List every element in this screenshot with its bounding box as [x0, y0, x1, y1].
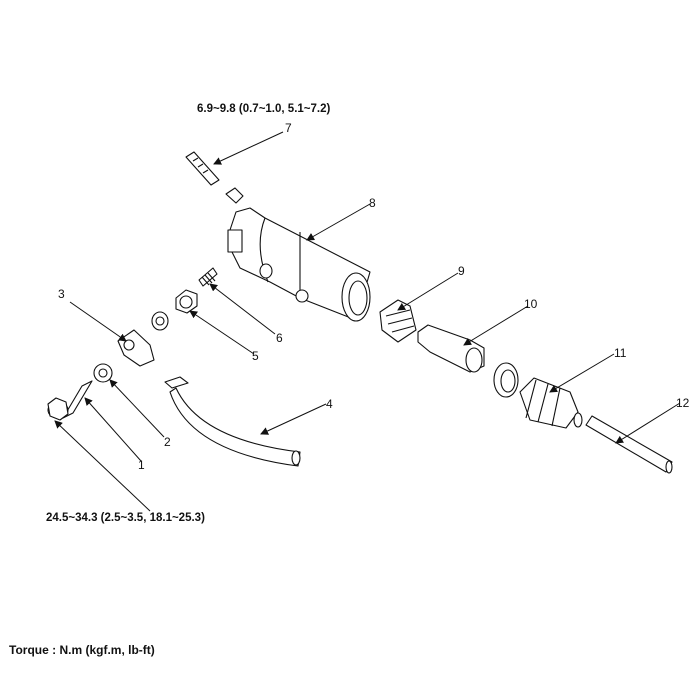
part-12-push-rod [585, 415, 673, 474]
leader-1 [84, 397, 142, 462]
callout-2: 2 [164, 435, 171, 449]
part-7-bleeder-screw [185, 151, 244, 204]
leader-6 [209, 283, 276, 335]
callout-12: 12 [676, 396, 690, 410]
torque-unit-legend: Torque : N.m (kgf.m, lb-ft) [9, 643, 155, 657]
part-9-boot [379, 299, 417, 343]
leader-2 [109, 379, 165, 438]
leader-7 [213, 131, 284, 165]
leader-11 [549, 353, 615, 393]
leader-8 [306, 203, 371, 241]
leader-5 [189, 310, 255, 355]
callout-9: 9 [458, 264, 465, 278]
leader-9 [397, 272, 459, 311]
part-8-cylinder-body [227, 207, 371, 322]
callout-1: 1 [138, 458, 145, 472]
leader-12 [615, 402, 681, 444]
torque-spec-top: 6.9~9.8 (0.7~1.0, 5.1~7.2) [197, 103, 331, 115]
part-1-union-bolt [47, 380, 93, 421]
part-3-banjo-fitting [117, 329, 155, 367]
leader-3 [69, 301, 127, 342]
callout-4: 4 [326, 397, 333, 411]
part-6-spring [198, 267, 218, 287]
torque-spec-bottom: 24.5~34.3 (2.5~3.5, 18.1~25.3) [46, 512, 205, 524]
callout-8: 8 [369, 196, 376, 210]
callout-5: 5 [252, 349, 259, 363]
part-4-tube [164, 376, 301, 467]
leader-10 [463, 305, 529, 346]
callout-7: 7 [285, 121, 292, 135]
part-11-boot [519, 377, 583, 429]
part-5-nut [175, 289, 198, 314]
callout-10: 10 [524, 297, 538, 311]
leader-torque-bottom [54, 420, 151, 512]
callout-11: 11 [614, 346, 627, 360]
leader-4 [260, 403, 327, 435]
callout-3: 3 [58, 287, 65, 301]
part-10-piston [417, 324, 485, 373]
callout-6: 6 [276, 331, 283, 345]
